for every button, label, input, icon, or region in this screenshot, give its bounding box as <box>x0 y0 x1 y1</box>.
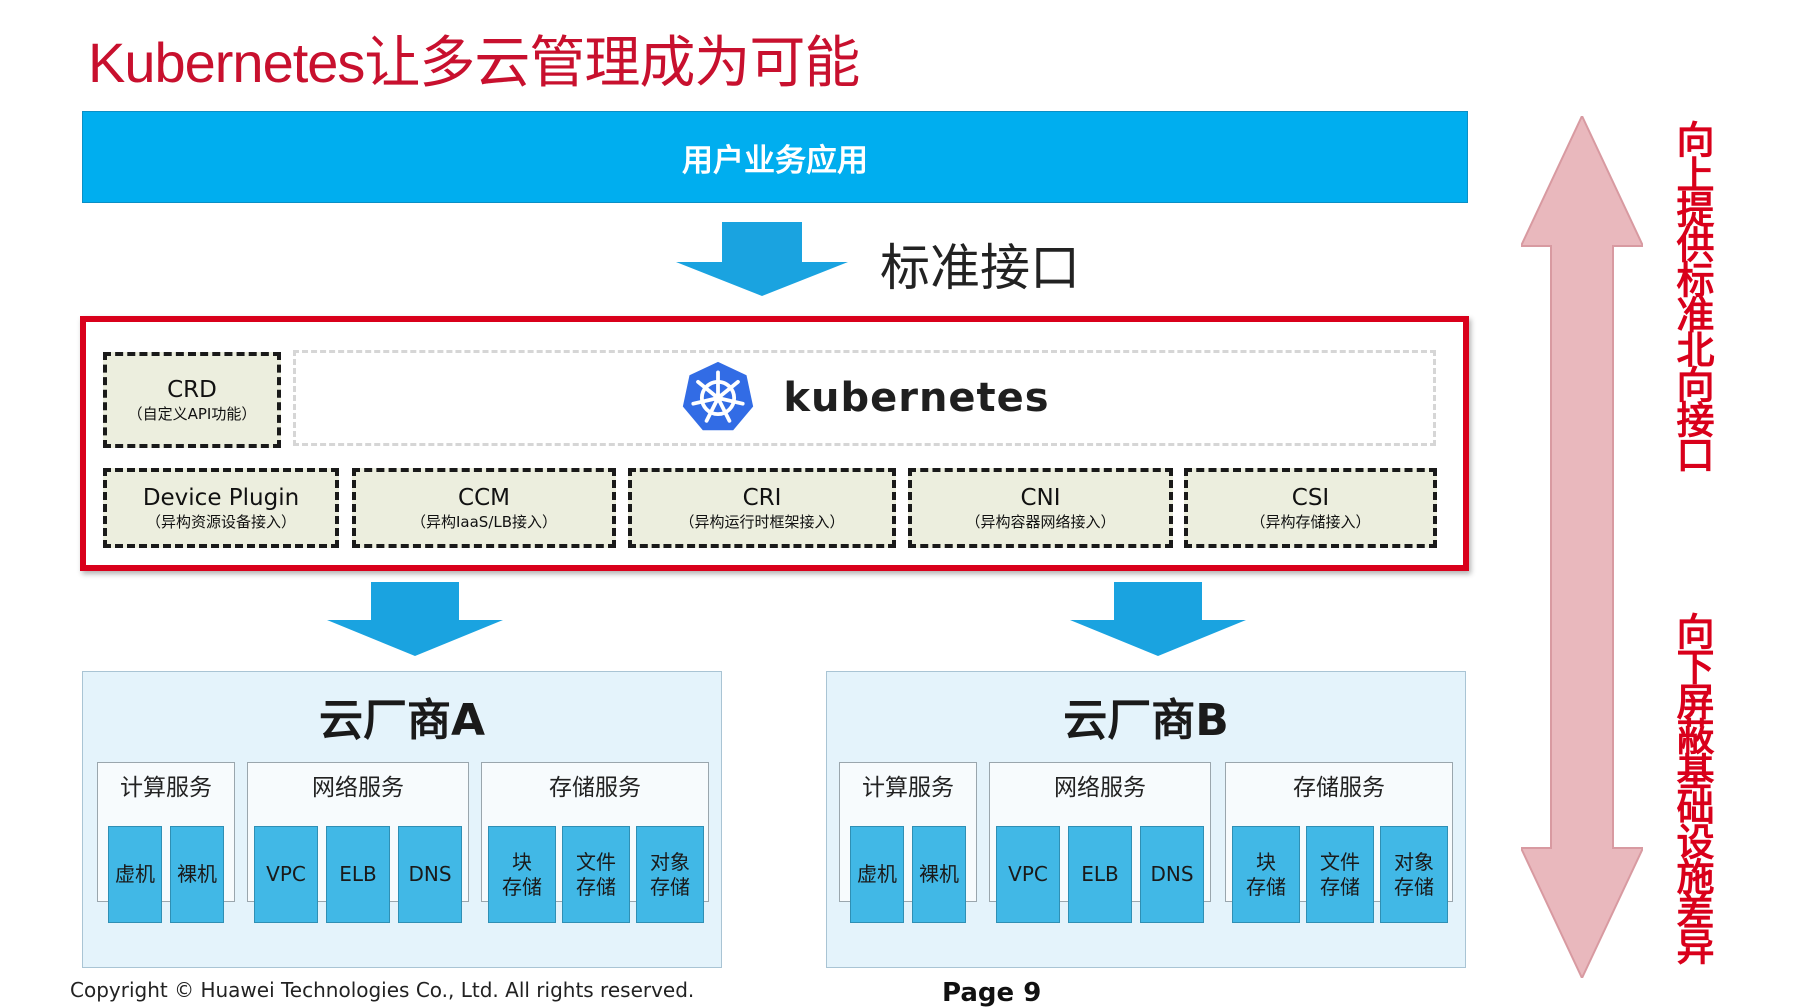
footer-copyright: Copyright © Huawei Technologies Co., Ltd… <box>70 978 695 1002</box>
crd-name: CRD <box>167 376 217 403</box>
service-cell: 块 存储 <box>488 826 556 923</box>
service-cell: ELB <box>1068 826 1132 923</box>
service-cell: VPC <box>254 826 318 923</box>
page-title: Kubernetes让多云管理成为可能 <box>88 31 860 94</box>
compute-service-group: 计算服务 虚机 裸机 <box>97 762 235 923</box>
group-title: 网络服务 <box>312 775 404 801</box>
kubernetes-helm-icon <box>683 361 754 431</box>
footer-page-number: Page 9 <box>942 978 1042 1008</box>
device-plugin-box: Device Plugin （异构资源设备接入） <box>103 468 339 548</box>
service-cell: 块 存储 <box>1232 826 1300 923</box>
kubernetes-logo-bar: kubernetes <box>293 350 1436 446</box>
storage-service-group: 存储服务 块 存储 文件 存储 对象 存储 <box>1225 762 1453 923</box>
ccm-box: CCM （异构IaaS/LB接入） <box>352 468 616 548</box>
side-text-upward: 向上提供标准北向接口 <box>1670 120 1714 470</box>
group-title: 存储服务 <box>549 775 641 801</box>
crd-sub: （自定义API功能） <box>127 404 257 423</box>
down-arrow-icon <box>327 582 503 656</box>
group-title: 计算服务 <box>862 775 954 801</box>
vendor-name: 云厂商A <box>318 695 486 746</box>
service-cell: 对象 存储 <box>1380 826 1448 923</box>
service-cell: DNS <box>398 826 462 923</box>
compute-service-group: 计算服务 虚机 裸机 <box>839 762 977 923</box>
service-cell: 裸机 <box>170 826 224 923</box>
csi-box: CSI （异构存储接入） <box>1184 468 1437 548</box>
cni-box: CNI （异构容器网络接入） <box>908 468 1173 548</box>
plugin-name: CNI <box>1020 484 1061 511</box>
service-cell: 虚机 <box>108 826 162 923</box>
cri-box: CRI （异构运行时框架接入） <box>628 468 896 548</box>
plugin-sub: （异构存储接入） <box>1250 512 1371 531</box>
plugin-sub: （异构资源设备接入） <box>145 512 296 531</box>
plugin-name: CCM <box>458 484 510 511</box>
network-service-group: 网络服务 VPC ELB DNS <box>989 762 1211 923</box>
plugin-name: CSI <box>1291 484 1330 511</box>
service-cell: 文件 存储 <box>1306 826 1374 923</box>
group-title: 存储服务 <box>1293 775 1385 801</box>
plugin-sub: （异构IaaS/LB接入） <box>410 512 558 531</box>
service-cell: 对象 存储 <box>636 826 704 923</box>
double-arrow-icon <box>1521 116 1643 978</box>
kubernetes-frame: CRD （自定义API功能） kubernetes Device Plugin … <box>80 316 1469 571</box>
crd-box: CRD （自定义API功能） <box>103 352 281 448</box>
storage-service-group: 存储服务 块 存储 文件 存储 对象 存储 <box>481 762 709 923</box>
user-business-app-label: 用户业务应用 <box>682 142 868 179</box>
vendor-name: 云厂商B <box>1063 695 1229 746</box>
service-cell: 裸机 <box>912 826 966 923</box>
cloud-vendor-a: 云厂商A 计算服务 虚机 裸机 网络服务 VPC ELB DNS 存储服务 块 … <box>82 671 722 968</box>
user-business-app-bar: 用户业务应用 <box>82 111 1468 203</box>
plugin-sub: （异构运行时框架接入） <box>679 512 845 531</box>
service-cell: 虚机 <box>850 826 904 923</box>
plugin-name: Device Plugin <box>142 484 300 511</box>
side-text-downward: 向下屏蔽基础设施差异 <box>1670 612 1714 962</box>
down-arrow-icon <box>676 222 848 296</box>
down-arrow-icon <box>1070 582 1246 656</box>
group-title: 网络服务 <box>1054 775 1146 801</box>
standard-interface-label: 标准接口 <box>880 239 1080 297</box>
service-cell: ELB <box>326 826 390 923</box>
plugin-name: CRI <box>742 484 782 511</box>
network-service-group: 网络服务 VPC ELB DNS <box>247 762 469 923</box>
service-cell: 文件 存储 <box>562 826 630 923</box>
plugin-sub: （异构容器网络接入） <box>965 512 1116 531</box>
group-title: 计算服务 <box>120 775 212 801</box>
cloud-vendor-b: 云厂商B 计算服务 虚机 裸机 网络服务 VPC ELB DNS 存储服务 块 … <box>826 671 1466 968</box>
service-cell: DNS <box>1140 826 1204 923</box>
service-cell: VPC <box>996 826 1060 923</box>
kubernetes-wordmark: kubernetes <box>783 375 1050 421</box>
